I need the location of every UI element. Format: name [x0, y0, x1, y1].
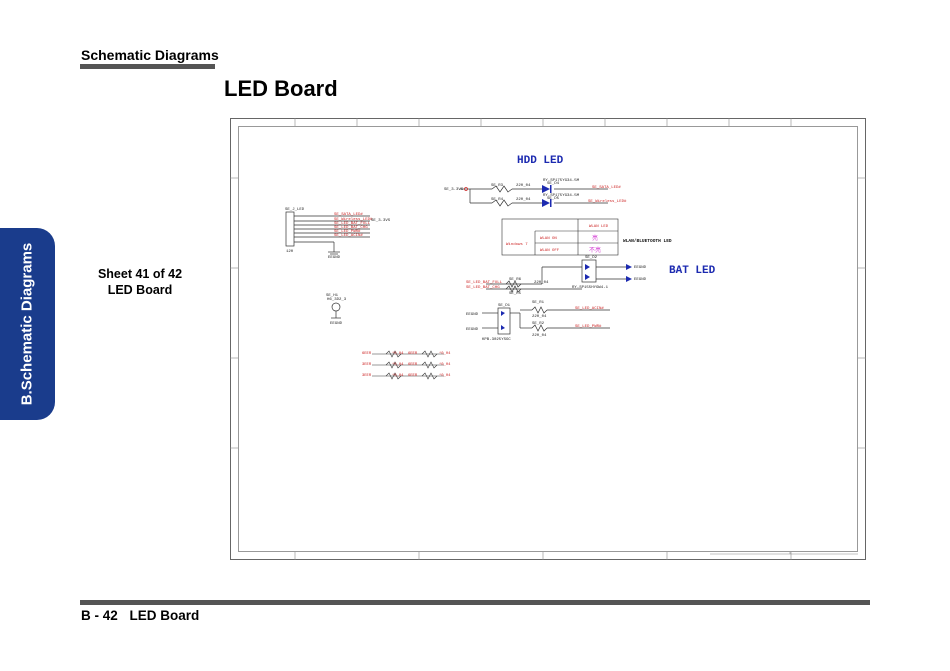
header-rule — [80, 64, 215, 69]
r2-ref: SE_R4 — [491, 198, 504, 202]
net-wireless-led: SE_Wireless_LED# — [588, 199, 627, 204]
sheet-info: Sheet 41 of 42 LED Board — [80, 266, 200, 298]
rpwr1-value: 220_04 — [532, 315, 547, 319]
wlan-on-value: 亮 — [592, 234, 598, 242]
d1-part: RY-SP175YG34-5M — [543, 179, 580, 183]
d4-part: KPB-3025YSGC — [482, 338, 511, 342]
rbat1-ref: SE_R6 — [509, 278, 522, 282]
cap-row3-a: 3EER — [362, 374, 372, 378]
bat-gnd-2: EEGND — [634, 278, 647, 282]
footer-page-name: LED Board — [129, 608, 200, 623]
cap-row3-d: *0_04 — [439, 373, 451, 378]
net-sata-led: SE_SATA_LED# — [592, 186, 621, 190]
cap-row3-b: *0_04 — [392, 373, 404, 378]
cap-row2-b: *0_04 — [392, 362, 404, 367]
page-title: LED Board — [224, 76, 338, 101]
r2-value: 220_04 — [516, 198, 531, 202]
rbat2-ref: SE_R5 — [509, 292, 522, 296]
connector-gnd: EEGND — [328, 256, 341, 260]
pwr-gnd-2: EEGND — [466, 328, 479, 332]
cap-row1-d: *0_04 — [439, 351, 451, 356]
h1-ref: SE_H1 — [326, 294, 339, 298]
h1-part: H6_3D2_3 — [327, 298, 347, 302]
r1-value: 220_04 — [516, 184, 531, 188]
pwr-gnd-1: EEGND — [466, 313, 479, 317]
conn-net-3: SE_LED_BAT_FULL — [334, 222, 371, 226]
d1-ref: SE_D4 — [547, 182, 560, 186]
d2-ref: SE_D5 — [547, 197, 560, 201]
cap-row1-c: 6EER — [408, 352, 418, 356]
footer: B - 42 LED Board — [81, 608, 207, 623]
h1-gnd: EEGND — [330, 322, 343, 326]
schematic-inner-frame — [238, 126, 858, 552]
net-bat-chg: SE_LED_BAT_CHG — [466, 286, 500, 290]
section-title: Schematic Diagrams — [81, 47, 219, 63]
net-acin: SE_LED_ACIN# — [575, 307, 604, 311]
sheet-name: LED Board — [107, 283, 173, 297]
footer-page-number: B - 42 — [81, 608, 118, 623]
side-tab[interactable] — [0, 228, 55, 420]
bat-gnd-1: EEGND — [634, 266, 647, 270]
conn-net-6: SE_LED_ACIN# — [334, 234, 363, 238]
rbat-value: 220_04 — [534, 281, 549, 285]
connector-part: 120 — [286, 250, 294, 254]
schematic-drawing: HDD LED SE_3.3VS SE_R3 220_04 SE_R4 220_… — [230, 118, 866, 560]
wlan-table-header: WLAN LED — [589, 225, 609, 229]
conn-net-4: SE_LED_BAT_CHG — [334, 226, 368, 230]
d3-ref: SE_D2 — [585, 256, 598, 260]
conn-net-2: SE_Wireless_LED# — [334, 217, 373, 222]
wlan-on-label: WLAN ON — [540, 237, 557, 241]
cap-row2-c: 6EER — [408, 363, 418, 367]
conn-net-5: SE_LED_PWR# — [334, 230, 361, 234]
d3-part: RY-SP155HYGW4-1 — [572, 286, 609, 290]
sheet-number: Sheet 41 of 42 — [97, 267, 183, 281]
rpwr2-ref: SE_R2 — [532, 322, 545, 326]
connector-ref: SE_J_LED — [285, 208, 305, 212]
net-bat-full: SE_LED_BAT_FULL — [466, 281, 503, 285]
wlan-off-value: 不亮 — [589, 246, 601, 254]
rpwr2-value: 220_04 — [532, 334, 547, 338]
hdd-led-label: HDD LED — [517, 155, 564, 167]
cap-row2-a: 3EER — [362, 363, 372, 367]
schematic-frame — [230, 118, 866, 560]
wlan-table-os: Windows 7 — [506, 242, 528, 247]
bat-led-label: BAT LED — [669, 265, 716, 277]
cap-row2-d: *0_04 — [439, 362, 451, 367]
cap-row1-b: *0_04 — [392, 351, 404, 356]
wlan-note: WLAN/BLUETOOTH LED — [623, 238, 672, 244]
r1-ref: SE_R3 — [491, 184, 504, 188]
net-power: SE_3.3VS — [444, 188, 464, 192]
cap-row1-a: 6EER — [362, 352, 372, 356]
conn-net-1: SE_SATA_LED# — [334, 213, 363, 217]
d2-part: RY-SP175YG34-5M — [543, 194, 580, 198]
wlan-off-label: WLAN OFF — [540, 249, 560, 253]
footer-rule — [80, 600, 870, 605]
connector-power: SE_3.3VS — [371, 219, 391, 223]
rpwr1-ref: SE_R1 — [532, 301, 545, 305]
side-tab-label: B.Schematic Diagrams — [18, 242, 36, 406]
cap-row3-c: 6EER — [408, 374, 418, 378]
net-pwr: SE_LED_PWR# — [575, 325, 602, 329]
d4-ref: SE_D1 — [498, 304, 511, 308]
